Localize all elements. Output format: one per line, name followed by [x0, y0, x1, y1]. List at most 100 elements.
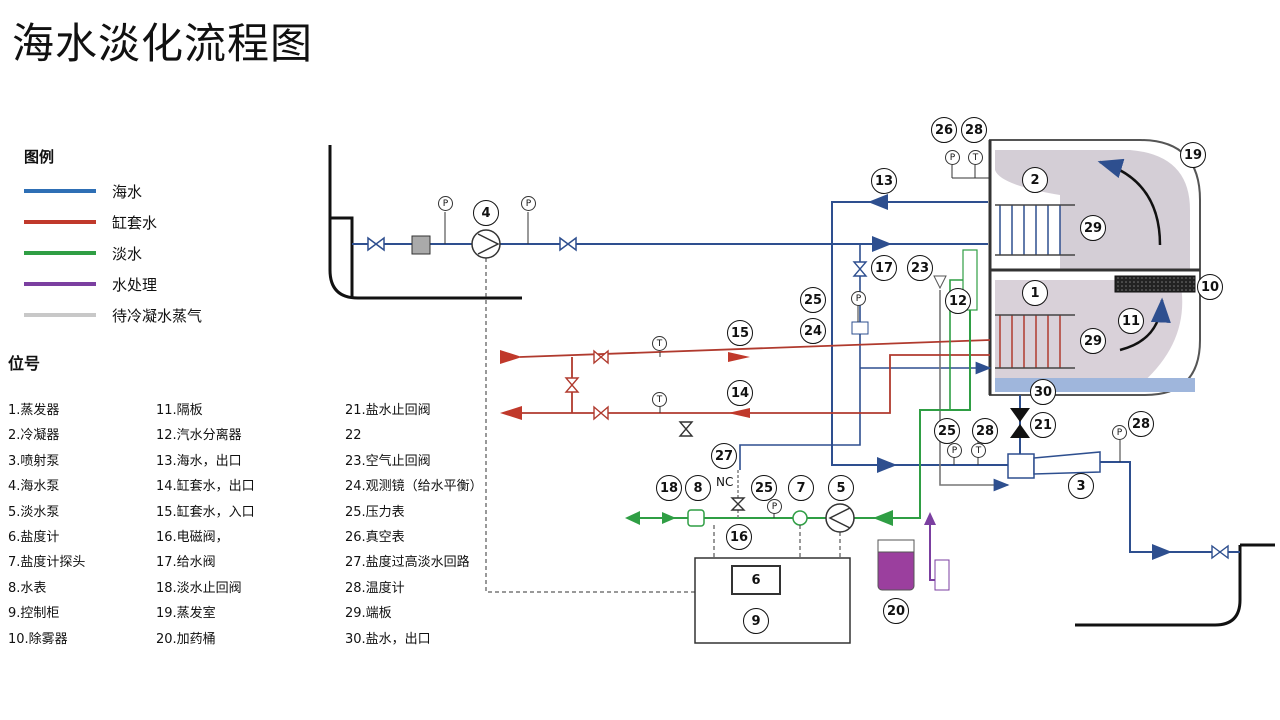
- legend-item-seawater: 海水: [24, 181, 142, 201]
- label-fw-check-valve: 18: [656, 475, 682, 501]
- pressure-gauge-icon: P: [438, 196, 453, 211]
- jacket-valve-3: [678, 421, 694, 437]
- label-end-plate-upper: 29: [1080, 215, 1106, 241]
- vacuum-gauge-icon: P: [945, 150, 960, 165]
- brine-layer: [995, 378, 1195, 392]
- position-item: 20.加药桶: [156, 631, 216, 647]
- water-meter: [687, 509, 705, 527]
- label-jacket-outlet: 14: [727, 380, 753, 406]
- label-air-check-valve: 23: [907, 255, 933, 281]
- legend-label: 水处理: [112, 275, 158, 294]
- label-thermometer-overboard: 28: [1128, 411, 1154, 437]
- solenoid-valve: [730, 497, 746, 511]
- jacket-inlet-arrow: [500, 350, 522, 364]
- position-item: 9.控制柜: [8, 606, 60, 622]
- legend-line-water-treatment: [24, 282, 96, 286]
- position-item: 12.汽水分离器: [156, 428, 242, 444]
- feed-water-line: [739, 244, 861, 470]
- position-item: 10.除雾器: [8, 631, 68, 647]
- thermometer-icon: T: [971, 443, 986, 458]
- pressure-gauge-icon: P: [521, 196, 536, 211]
- label-fw-pump: 5: [828, 475, 854, 501]
- label-sight-glass: 24: [800, 318, 826, 344]
- label-seawater-outlet: 13: [871, 168, 897, 194]
- label-control-cabinet: 9: [743, 608, 769, 634]
- label-evaporator: 1: [1022, 280, 1048, 306]
- strainer: [411, 235, 431, 255]
- legend-title: 图例: [24, 148, 55, 166]
- seawater-pump: [471, 229, 501, 259]
- jacket-valve-bypass: [564, 377, 580, 393]
- label-pressure-gauge-25c: 25: [751, 475, 777, 501]
- label-pressure-gauge-25a: 25: [800, 287, 826, 313]
- position-item: 4.海水泵: [8, 479, 60, 495]
- sea-chest-left: [328, 145, 522, 300]
- jacket-water-outlet: [510, 354, 990, 414]
- legend-line-seawater: [24, 189, 96, 193]
- dosing-pump: [934, 559, 950, 591]
- positions-col-3: 21.盐水止回阀 22 23.空气止回阀 24.观测镜（给水平衡） 25.压力表…: [345, 398, 483, 652]
- position-item: 11.隔板: [156, 403, 203, 418]
- label-brine-check-valve: 21: [1030, 412, 1056, 438]
- legend-label: 待冷凝水蒸气: [112, 306, 203, 325]
- jacket-outlet-arrow: [500, 406, 522, 420]
- legend-label: 海水: [112, 182, 143, 201]
- position-item: 30.盐水，出口: [345, 631, 431, 647]
- label-water-meter: 8: [685, 475, 711, 501]
- ejector-body: [1007, 453, 1035, 479]
- label-end-plate-lower: 29: [1080, 328, 1106, 354]
- label-separator: 12: [945, 288, 971, 314]
- demister: [1114, 275, 1196, 293]
- ejector-diffuser: [1033, 451, 1101, 475]
- position-item: 13.海水，出口: [156, 453, 242, 469]
- positions-col-1: 1.蒸发器 2.冷凝器 3.喷射泵 4.海水泵 5.淡水泵 6.盐度计 7.盐度…: [8, 398, 85, 652]
- label-pressure-gauge-25b: 25: [934, 418, 960, 444]
- vapor-flow-arrow-upper: [1097, 158, 1162, 246]
- label-salinity-probe: 7: [788, 475, 814, 501]
- jacket-valve-1: [593, 349, 609, 365]
- fresh-water-pump: [825, 503, 855, 533]
- jacket-outlet-arrow-2: [728, 408, 750, 418]
- control-line-meters: [713, 525, 801, 558]
- legend-item-water-treatment: 水处理: [24, 274, 157, 294]
- position-item: 18.淡水止回阀: [156, 580, 242, 596]
- legend-line-fresh-water: [24, 251, 96, 255]
- position-item: 28.温度计: [345, 580, 405, 596]
- thermometer-icon: T: [652, 392, 667, 407]
- label-evaporation-chamber: 19: [1180, 142, 1206, 168]
- fresh-check-valve: [662, 512, 676, 524]
- position-item: 6.盐度计: [8, 530, 60, 546]
- label-partition: 11: [1118, 308, 1144, 334]
- label-ejector: 3: [1068, 473, 1094, 499]
- position-item: 8.水表: [8, 580, 47, 596]
- label-feed-valve: 17: [871, 255, 897, 281]
- position-item: 27.盐度过高淡水回路: [345, 555, 470, 571]
- legend-line-jacket-water: [24, 220, 96, 224]
- position-item: 5.淡水泵: [8, 504, 60, 520]
- label-salinity-meter: 6: [751, 572, 761, 588]
- legend-item-vapor: 待冷凝水蒸气: [24, 305, 202, 325]
- position-item: 1.蒸发器: [8, 403, 60, 418]
- position-item: 2.冷凝器: [8, 428, 60, 444]
- vapor-flow-arrow-lower: [1119, 297, 1171, 352]
- position-item: 24.观测镜（给水平衡）: [345, 479, 483, 495]
- thermometer-icon: T: [968, 150, 983, 165]
- position-item: 19.蒸发室: [156, 606, 216, 622]
- sight-glass: [851, 321, 869, 335]
- label-dosing-tank: 20: [883, 598, 909, 624]
- position-item: 3.喷射泵: [8, 453, 60, 469]
- positions-col-2: 11.隔板 12.汽水分离器 13.海水，出口 14.缸套水，出口 15.缸套水…: [156, 398, 255, 652]
- dosing-arrow: [924, 512, 936, 525]
- label-solenoid: 16: [726, 524, 752, 550]
- position-item: 29.端板: [345, 606, 392, 622]
- thermometer-icon: T: [652, 336, 667, 351]
- pressure-gauge-icon: P: [851, 291, 866, 306]
- overboard-line: [1100, 461, 1240, 553]
- label-vacuum-gauge: 26: [931, 117, 957, 143]
- valve-inlet: [367, 236, 385, 252]
- legend-item-fresh-water: 淡水: [24, 243, 142, 263]
- jacket-inlet-arrow-2: [728, 352, 750, 362]
- label-high-salinity-loop: 27: [711, 443, 737, 469]
- position-item: 14.缸套水，出口: [156, 479, 255, 495]
